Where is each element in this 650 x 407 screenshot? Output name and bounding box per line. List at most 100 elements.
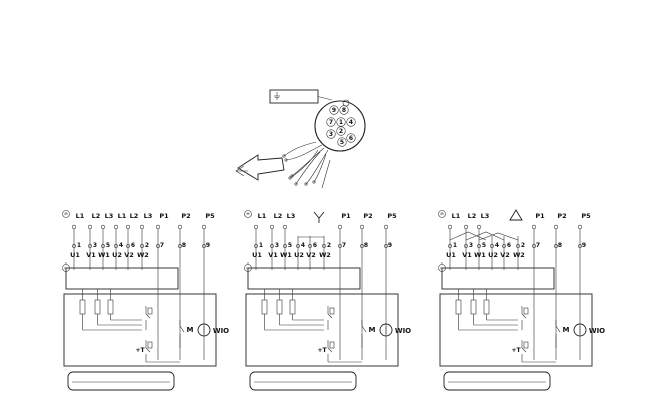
connector-face: [314, 100, 366, 152]
winding-number: 6: [507, 242, 511, 249]
terminal-point: [253, 224, 259, 230]
ground-icon: [244, 262, 252, 272]
terminal-label: P5: [205, 212, 215, 220]
winding-number: 2: [521, 242, 525, 249]
winding-number: 4: [119, 242, 123, 249]
terminal-label: L1: [258, 212, 267, 220]
terminal-point: [113, 224, 119, 230]
winding-label: V2: [124, 251, 134, 259]
thermal-switch: [327, 340, 335, 362]
thermal-switch: [521, 306, 529, 330]
winding-coil: [289, 299, 296, 315]
thermal-switch: [521, 340, 529, 362]
winding-number: 5: [106, 242, 110, 249]
connector-pin: [336, 117, 346, 127]
winding-number: 6: [131, 242, 135, 249]
motor-housing: [439, 293, 593, 367]
thermal-switch: [145, 340, 153, 362]
temperature-sensor-label: +T: [511, 347, 521, 354]
delta-bridge: [449, 231, 519, 241]
winding-label: U2: [294, 251, 304, 259]
terminal-point: [125, 224, 131, 230]
terminal-label: P5: [387, 212, 397, 220]
terminal-point: [100, 224, 106, 230]
temperature-sensor-label: +T: [135, 347, 145, 354]
winding-number: 6: [313, 242, 317, 249]
connector-pin: [339, 105, 349, 115]
motor-contact: [361, 320, 367, 348]
winding-coil: [94, 299, 101, 315]
terminal-point: [337, 224, 343, 230]
motor-terminal-box: [441, 267, 555, 290]
winding-coil: [276, 299, 283, 315]
aux-terminal-number: 8: [182, 242, 186, 249]
terminal-label: L2: [92, 212, 101, 220]
winding-coil: [261, 299, 268, 315]
connector-pin-number: 6: [349, 135, 353, 142]
motor-base: [67, 371, 175, 391]
winding-label: V1: [462, 251, 472, 259]
terminal-label: P1: [159, 212, 169, 220]
terminal-point: [359, 224, 365, 230]
thermal-switch: [145, 306, 153, 330]
aux-terminal-number: 8: [558, 242, 562, 249]
winding-number: 3: [275, 242, 279, 249]
winding-label: V1: [86, 251, 96, 259]
terminal-label: L3: [144, 212, 153, 220]
motor-terminal-box: [65, 267, 179, 290]
motor-contact-label: M: [369, 326, 376, 334]
star-icon: [313, 211, 325, 223]
winding-number: 1: [453, 242, 457, 249]
aux-terminal-number: 7: [342, 242, 346, 249]
terminal-point: [177, 224, 183, 230]
winding-coil: [470, 299, 477, 315]
winding-label: W2: [137, 251, 149, 259]
aux-terminal-number: 9: [206, 242, 210, 249]
connector-pin: [329, 105, 339, 115]
winding-label: V2: [500, 251, 510, 259]
wio-label: WIO: [213, 327, 229, 335]
terminal-label: P2: [363, 212, 372, 220]
terminal-label: P1: [341, 212, 351, 220]
motor-contact-label: M: [563, 326, 570, 334]
winding-coil: [79, 299, 86, 315]
aux-terminal-number: 7: [536, 242, 540, 249]
connector-pin-number: 2: [339, 128, 343, 135]
terminal-label: L1: [452, 212, 461, 220]
connector-pin-number: 3: [329, 131, 333, 138]
terminal-point: [577, 224, 583, 230]
winding-label: W1: [474, 251, 486, 259]
motor-housing: [245, 293, 399, 367]
winding-number: 2: [327, 242, 331, 249]
wio-label: WIO: [395, 327, 411, 335]
aux-terminal-number: 9: [582, 242, 586, 249]
terminal-point: [282, 224, 288, 230]
terminal-point: [71, 224, 77, 230]
cable-tag: [269, 89, 319, 104]
wio-sensor-icon: [379, 323, 393, 337]
terminal-label: L2: [130, 212, 139, 220]
thermal-switch: [327, 306, 335, 330]
wio-label: WIO: [589, 327, 605, 335]
winding-label: U1: [252, 251, 262, 259]
winding-label: W1: [280, 251, 292, 259]
wio-sensor-icon: [573, 323, 587, 337]
motor-terminal-box: [247, 267, 361, 290]
connector-pin: [346, 117, 356, 127]
connector-pin: [326, 129, 336, 139]
connector-pin-number: 1: [339, 119, 343, 126]
aux-terminal-number: 8: [364, 242, 368, 249]
terminal-point: [447, 224, 453, 230]
winding-number: 3: [93, 242, 97, 249]
winding-number: 5: [288, 242, 292, 249]
winding-number: 2: [145, 242, 149, 249]
motor-base: [249, 371, 357, 391]
terminal-label: L1: [118, 212, 127, 220]
arrow-icon: [235, 154, 285, 181]
motor-housing: [63, 293, 217, 367]
connector-pin-number: 5: [340, 139, 344, 146]
winding-label: W2: [513, 251, 525, 259]
